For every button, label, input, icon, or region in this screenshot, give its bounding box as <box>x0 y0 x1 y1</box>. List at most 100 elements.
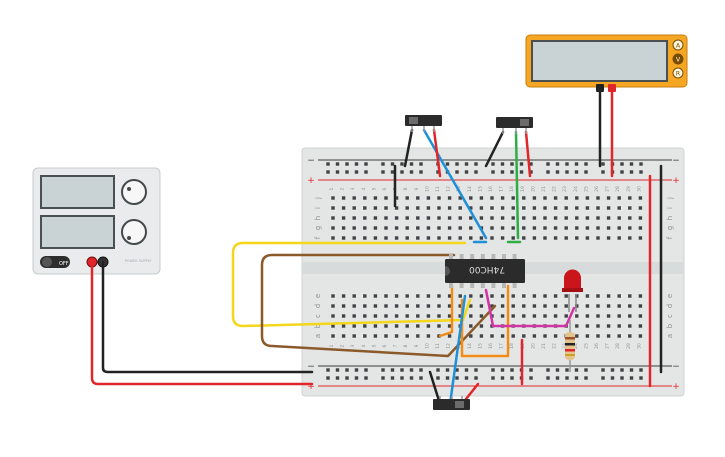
column-number: 15 <box>477 343 483 349</box>
mode-label-ohms: R <box>676 71 680 78</box>
row-letter: j <box>314 197 322 200</box>
multimeter-com-jack[interactable] <box>596 84 604 92</box>
column-number: 17 <box>499 343 505 349</box>
current-display <box>40 175 115 209</box>
voltage-knob[interactable] <box>121 219 147 245</box>
row-letter: a <box>314 334 322 338</box>
column-number: 26 <box>594 186 600 192</box>
slide-switch-1[interactable] <box>405 115 442 132</box>
column-number: 10 <box>424 343 430 349</box>
column-number: 26 <box>594 343 600 349</box>
row-letter: b <box>314 323 322 328</box>
column-number: 9 <box>414 344 420 347</box>
column-number: 1 <box>329 344 335 347</box>
column-number: 7 <box>393 344 399 347</box>
multimeter-display <box>531 40 668 82</box>
switch3-black-wire[interactable] <box>428 370 442 406</box>
mode-button-volts[interactable]: V <box>672 53 684 65</box>
orange-wire-right[interactable] <box>460 284 510 358</box>
column-number: 3 <box>350 344 356 347</box>
column-number: 20 <box>530 186 536 192</box>
column-number: 27 <box>605 343 611 349</box>
row-letter: c <box>666 314 674 318</box>
column-number: 17 <box>499 186 505 192</box>
switch2-power-wire[interactable] <box>524 130 532 178</box>
column-number: 18 <box>509 343 515 349</box>
row-letter: i <box>314 207 322 209</box>
column-number: 1 <box>329 187 335 190</box>
chip-pins <box>449 254 517 288</box>
psu-negative-wire[interactable] <box>101 260 314 374</box>
row-letter: e <box>314 294 322 298</box>
column-number: 27 <box>605 186 611 192</box>
slide-switch-3[interactable] <box>433 396 470 410</box>
column-number: 19 <box>520 186 526 192</box>
rail-minus-top-left: − <box>307 156 315 166</box>
column-number: 21 <box>541 186 547 192</box>
rail-plus-top-left: + <box>307 176 315 186</box>
column-number: 21 <box>541 343 547 349</box>
column-number: 16 <box>488 343 494 349</box>
rail-plus-top-right: + <box>672 176 680 186</box>
multimeter[interactable]: A V R <box>525 34 688 92</box>
magenta-output-wire[interactable] <box>484 288 576 328</box>
column-number: 25 <box>583 343 589 349</box>
mode-button-ohms[interactable]: R <box>672 67 684 79</box>
switch2-ground-wire[interactable] <box>484 130 505 168</box>
breadboard-labels: 1122334455667788991010111112121313141415… <box>314 186 674 349</box>
column-number: 11 <box>435 186 441 192</box>
column-number: 23 <box>562 186 568 192</box>
column-number: 15 <box>477 186 483 192</box>
rail-minus-bottom-right: − <box>672 362 680 372</box>
column-number: 6 <box>382 344 388 347</box>
row-letter: d <box>666 304 674 308</box>
row-letter: g <box>314 226 322 230</box>
resistor[interactable] <box>565 320 575 372</box>
current-knob[interactable] <box>121 179 147 205</box>
voltage-display <box>40 215 115 249</box>
row-letter: h <box>314 216 322 220</box>
switch1-power-wire[interactable] <box>432 128 442 178</box>
column-number: 22 <box>552 343 558 349</box>
row-letter: e <box>666 294 674 298</box>
column-number: 30 <box>636 186 642 192</box>
power-supply[interactable]: OFF POWER SUPPLY <box>32 167 161 275</box>
ic-chip-74hc00[interactable]: 74HC00 <box>445 254 525 288</box>
switch2-signal-wire[interactable] <box>514 130 520 240</box>
column-number: 12 <box>446 343 452 349</box>
switch1-signal-wire[interactable] <box>422 128 488 240</box>
column-number: 5 <box>371 344 377 347</box>
psu-positive-wire[interactable] <box>90 260 314 386</box>
row-letter: c <box>314 314 322 318</box>
brown-loop-wire[interactable] <box>260 253 497 358</box>
column-number: 18 <box>509 186 515 192</box>
row-letter: i <box>666 207 674 209</box>
column-number: 24 <box>573 343 579 349</box>
column-number: 4 <box>361 344 367 347</box>
column-number: 22 <box>552 186 558 192</box>
mode-button-amps[interactable]: A <box>672 39 684 51</box>
multimeter-input-jack[interactable] <box>608 84 616 92</box>
row-letter: f <box>666 236 674 239</box>
led-red[interactable] <box>562 269 583 313</box>
column-number: 8 <box>403 187 409 190</box>
row-letter: b <box>666 323 674 328</box>
switch3-blue-wire[interactable] <box>448 294 467 406</box>
column-number: 11 <box>435 343 441 349</box>
column-number: 10 <box>424 186 430 192</box>
power-toggle-label: OFF <box>59 261 69 267</box>
rail-minus-top-right: − <box>672 156 680 166</box>
row-letter: d <box>314 304 322 308</box>
switch1-ground-wire[interactable] <box>403 128 414 168</box>
slide-switch-2[interactable] <box>496 117 533 134</box>
row-letter: a <box>666 334 674 338</box>
column-number: 3 <box>350 187 356 190</box>
row-letter: j <box>666 197 674 200</box>
chip-label: 74HC00 <box>469 264 505 274</box>
yellow-loop-wire[interactable] <box>231 241 472 328</box>
orange-wire-left[interactable] <box>438 284 454 338</box>
column-number: 12 <box>446 186 452 192</box>
mode-label-volts: V <box>676 57 681 64</box>
power-supply-brand: POWER SUPPLY <box>125 259 153 263</box>
